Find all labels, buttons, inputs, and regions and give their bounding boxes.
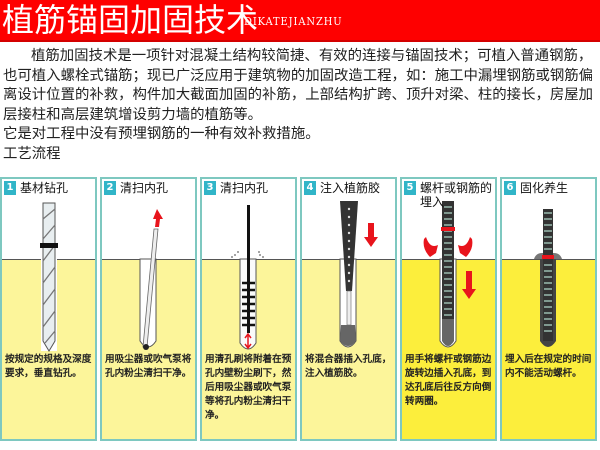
step-number: 6 <box>504 181 516 195</box>
section-title: 工艺流程 <box>3 145 61 162</box>
step-card-5: 5 螺杆或钢筋的埋入 <box>400 177 497 441</box>
step-card-2: 2 清扫内孔 用吸尘器或吹气泵将孔内粉尘清扫干净。 <box>100 177 197 441</box>
step-label: 注入植筋胶 <box>320 181 381 195</box>
step-number: 3 <box>204 181 216 195</box>
step-label: 清扫内孔 <box>120 181 169 195</box>
step-description: 用手将螺杆或钢筋边旋转边插入孔底，到达孔底后往反方向倒转两圈。 <box>405 354 492 407</box>
step-label: 清扫内孔 <box>220 181 269 195</box>
intro-paragraph-2: 它是对工程中没有预埋钢筋的一种有效补救措施。 <box>3 126 320 142</box>
hole-brush-icon <box>202 179 295 359</box>
glue-mixer-icon <box>302 179 395 359</box>
step-number: 1 <box>4 181 16 195</box>
cured-rod-icon <box>502 179 595 359</box>
air-tube-icon <box>102 179 195 359</box>
intro-text: 植筋加固技术是一项针对混凝土结构较简捷、有效的连接与锚固技术；可植入普通钢筋，也… <box>3 47 597 164</box>
page-subtitle: DIKATEJIANZHU <box>244 15 343 28</box>
step-label: 固化养生 <box>520 181 569 195</box>
step-description: 将混合器插入孔底，注入植筋胶。 <box>305 354 392 379</box>
process-steps: 1 基材钻孔 按规定的规格及深度要求，垂直钻孔。 2 清扫内孔 <box>0 177 600 443</box>
step-number: 4 <box>304 181 316 195</box>
step-description: 用清孔刷将附着在预孔内壁粉尘刷下，然后用吸尘器或吹气泵等将孔内粉尘清扫干净。 <box>205 354 292 421</box>
page-title: 植筋锚固加固技术 <box>2 1 259 39</box>
step-description: 埋入后在规定的时间内不能活动螺杆。 <box>505 354 592 379</box>
title-banner: 植筋锚固加固技术 DIKATEJIANZHU <box>0 0 600 42</box>
step-description: 按规定的规格及深度要求，垂直钻孔。 <box>5 354 92 379</box>
step-card-3: 3 清扫内孔 用清孔刷将附着在预孔内壁粉尘刷下，然后用吸尘器或吹气泵等将孔内粉尘… <box>200 177 297 441</box>
step-card-1: 1 基材钻孔 按规定的规格及深度要求，垂直钻孔。 <box>0 177 97 441</box>
intro-paragraph: 植筋加固技术是一项针对混凝土结构较简捷、有效的连接与锚固技术；可植入普通钢筋，也… <box>3 48 594 123</box>
step-description: 用吸尘器或吹气泵将孔内粉尘清扫干净。 <box>105 354 192 379</box>
drill-bit-icon <box>2 179 95 359</box>
step-card-4: 4 注入植筋胶 将混合器插入孔底，注入植筋胶。 <box>300 177 397 441</box>
step-number: 5 <box>404 181 416 195</box>
step-number: 2 <box>104 181 116 195</box>
step-label: 螺杆或钢筋的埋入 <box>420 181 493 209</box>
threaded-rod-rotate-icon <box>402 179 495 359</box>
step-label: 基材钻孔 <box>20 181 69 195</box>
step-card-6: 6 固化养生 埋入后在规定的时间内不能活动螺杆。 <box>500 177 597 441</box>
